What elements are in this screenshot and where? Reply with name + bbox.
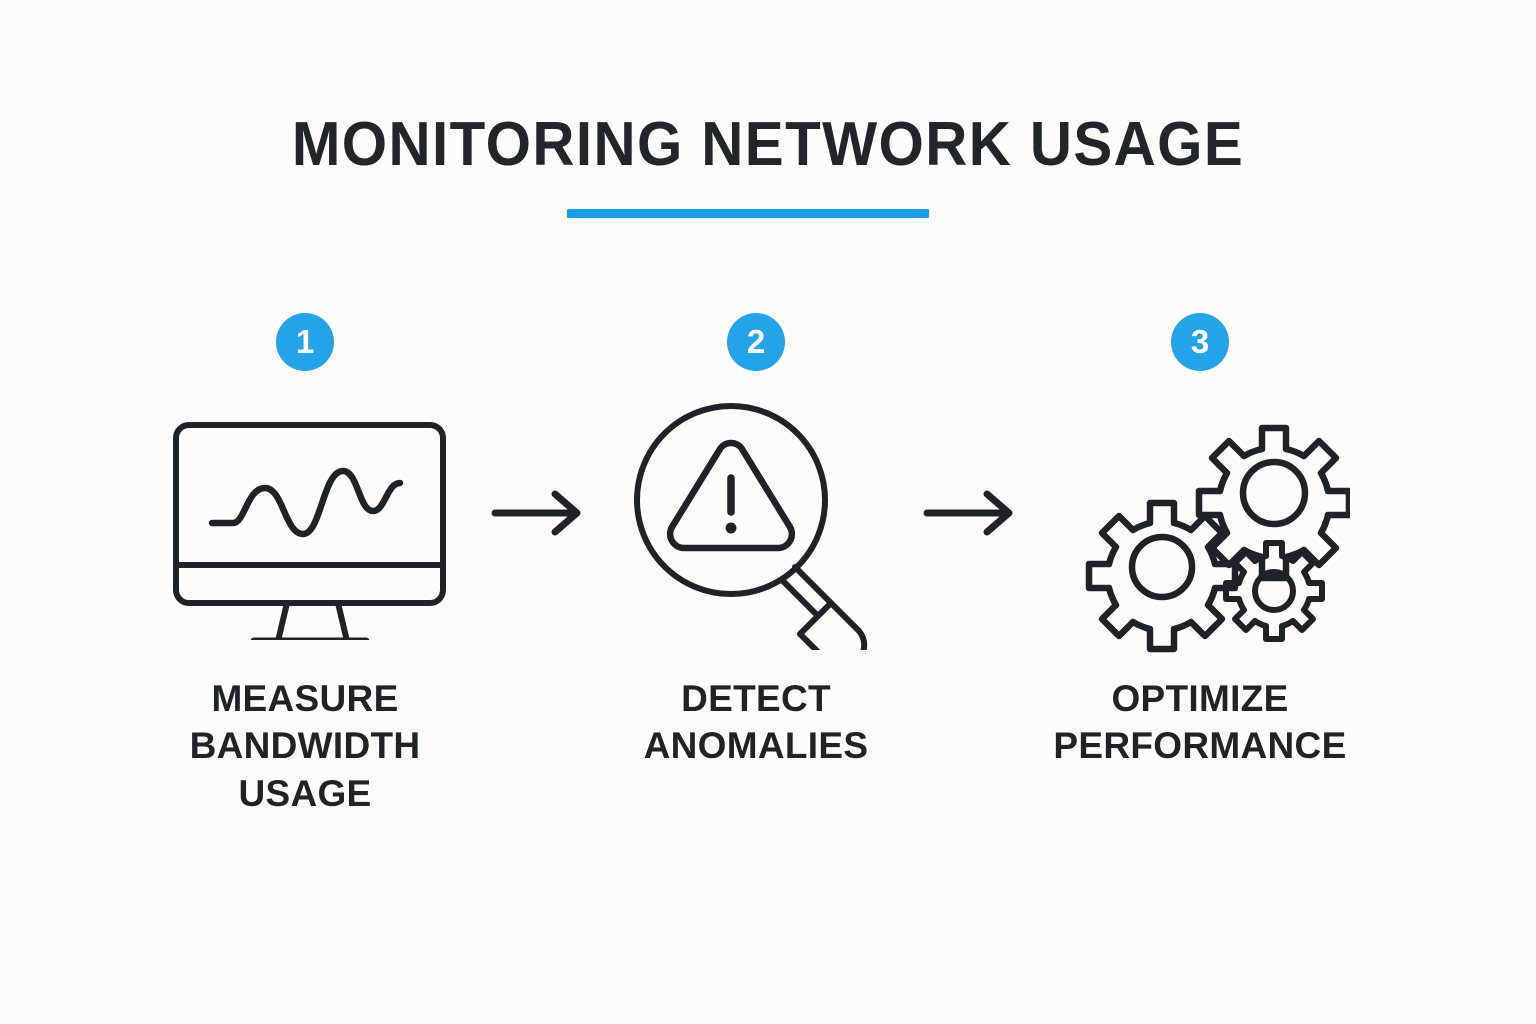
step-3-label: OPTIMIZE PERFORMANCE xyxy=(1053,678,1347,767)
steps-row: 1 MEASURE BANDWIDTH USAGE xyxy=(0,300,1536,860)
gear-small xyxy=(1223,540,1325,642)
step-3-number-badge: 3 xyxy=(1171,313,1229,371)
step-1: 1 MEASURE BANDWIDTH USAGE xyxy=(140,300,470,860)
title-block: MONITORING NETWORK USAGE xyxy=(0,112,1536,177)
step-2-label: DETECT ANOMALIES xyxy=(643,678,869,767)
magnifier-warning-icon xyxy=(591,400,921,650)
arrow-right-icon-2 xyxy=(922,487,1018,539)
step-2: 2 DETECT ANOMALIES xyxy=(591,300,921,860)
step-1-label: MEASURE BANDWIDTH USAGE xyxy=(189,678,421,814)
monitor-waveform-icon xyxy=(140,400,470,650)
gears-step-3: 3 xyxy=(1035,300,1365,860)
gear-large xyxy=(1195,424,1350,582)
title-accent-underline xyxy=(567,209,929,218)
step-1-number-badge: 1 xyxy=(276,313,334,371)
page-title: MONITORING NETWORK USAGE xyxy=(291,110,1245,179)
gears-icon xyxy=(1035,400,1365,653)
gear-medium xyxy=(1085,499,1239,653)
step-2-number-badge: 2 xyxy=(727,313,785,371)
arrow-right-icon-1 xyxy=(490,487,586,539)
